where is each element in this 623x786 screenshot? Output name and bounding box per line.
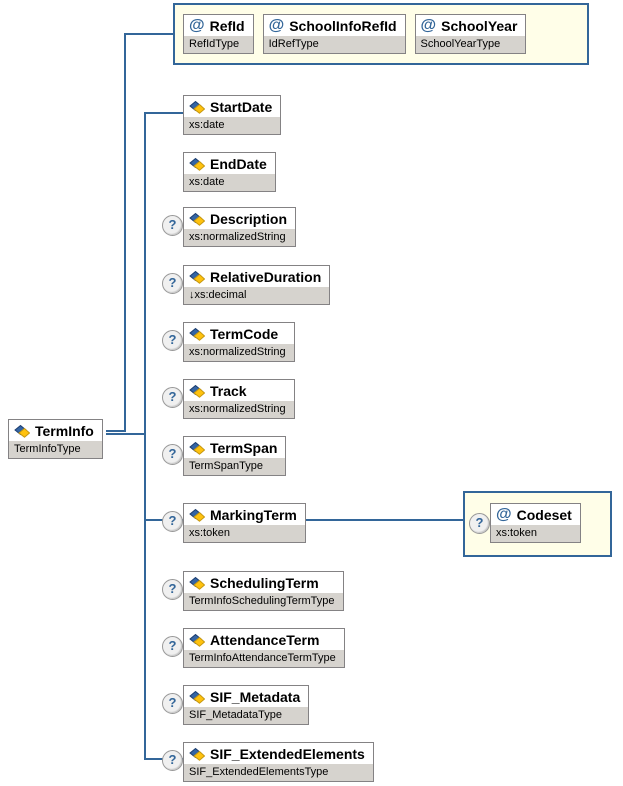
optional-indicator: ? — [162, 330, 183, 351]
element-icon — [189, 747, 206, 761]
element-name: TermSpan — [210, 440, 278, 456]
optional-indicator: ? — [162, 387, 183, 408]
element-terminfo-root[interactable]: TermInfo TermInfoType — [8, 419, 103, 459]
element-name: StartDate — [210, 99, 273, 115]
optional-indicator: ? — [162, 750, 183, 771]
element-type: TermInfoSchedulingTermType — [184, 593, 343, 610]
element-icon — [189, 690, 206, 704]
element-markingterm[interactable]: MarkingTerm xs:token — [183, 503, 306, 543]
connector-startdate-elbow — [144, 112, 200, 114]
element-name: RelativeDuration — [210, 269, 322, 285]
optional-indicator: ? — [162, 579, 183, 600]
element-icon — [189, 157, 206, 171]
markingterm-attribute-group: ? @Codeset xs:token — [463, 491, 612, 557]
element-termcode[interactable]: TermCode xs:normalizedString — [183, 322, 295, 362]
element-name: SIF_ExtendedElements — [210, 746, 365, 762]
element-name: Track — [210, 383, 247, 399]
optional-indicator: ? — [162, 215, 183, 236]
element-name: MarkingTerm — [210, 507, 297, 523]
element-icon — [189, 633, 206, 647]
element-type: xs:date — [184, 117, 281, 134]
element-icon — [189, 327, 206, 341]
connector-children-trunk — [144, 112, 146, 760]
element-icon — [189, 508, 206, 522]
element-name: TermCode — [210, 326, 279, 342]
attribute-type: xs:token — [491, 525, 580, 542]
element-description[interactable]: Description xs:normalizedString — [183, 207, 297, 247]
element-type: TermInfoType — [9, 441, 102, 458]
element-type: SIF_MetadataType — [184, 707, 309, 724]
element-name: Description — [210, 211, 288, 227]
element-type: ↓xs:decimal — [184, 287, 330, 304]
element-type: xs:normalizedString — [184, 229, 296, 246]
optional-indicator: ? — [469, 513, 490, 534]
connector-root-to-child-trunk — [106, 433, 146, 435]
attribute-name: RefId — [209, 18, 245, 34]
attribute-type: RefIdType — [184, 36, 253, 53]
element-icon — [189, 270, 206, 284]
element-type: SIF_ExtendedElementsType — [184, 764, 373, 781]
element-icon — [14, 424, 31, 438]
connector-attributes-trunk — [124, 33, 126, 432]
optional-indicator: ? — [162, 636, 183, 657]
element-name: TermInfo — [35, 423, 94, 439]
element-icon — [189, 100, 206, 114]
attribute-name: Codeset — [516, 507, 572, 523]
attribute-codeset[interactable]: @Codeset xs:token — [490, 503, 581, 543]
attribute-icon: @ — [268, 17, 285, 34]
element-icon — [189, 384, 206, 398]
element-relativeduration[interactable]: RelativeDuration ↓xs:decimal — [183, 265, 331, 305]
optional-indicator: ? — [162, 444, 183, 465]
connector-root-to-attr-trunk — [106, 430, 126, 432]
attribute-icon: @ — [189, 17, 205, 34]
element-icon — [189, 212, 206, 226]
element-startdate[interactable]: StartDate xs:date — [183, 95, 282, 135]
attribute-icon: @ — [496, 506, 512, 523]
element-type: xs:normalizedString — [184, 344, 294, 361]
element-type: xs:date — [184, 174, 275, 191]
element-icon — [189, 576, 206, 590]
connector-attributes-elbow — [124, 33, 173, 35]
element-enddate[interactable]: EndDate xs:date — [183, 152, 276, 192]
attribute-schoolinforefid[interactable]: @SchoolInfoRefId IdRefType — [262, 14, 406, 54]
attribute-group: @RefId RefIdType @SchoolInfoRefId IdRefT… — [173, 3, 589, 65]
element-name: EndDate — [210, 156, 267, 172]
optional-indicator: ? — [162, 511, 183, 532]
element-type: TermInfoAttendanceTermType — [184, 650, 344, 667]
element-type: TermSpanType — [184, 458, 286, 475]
attribute-schoolyear[interactable]: @SchoolYear SchoolYearType — [414, 14, 527, 54]
element-type: xs:token — [184, 525, 305, 542]
element-name: SchedulingTerm — [210, 575, 319, 591]
attribute-type: SchoolYearType — [415, 36, 526, 53]
attribute-icon: @ — [420, 17, 437, 34]
optional-indicator: ? — [162, 273, 183, 294]
element-track[interactable]: Track xs:normalizedString — [183, 379, 295, 419]
attribute-name: SchoolYear — [441, 18, 518, 34]
optional-indicator: ? — [162, 693, 183, 714]
element-name: SIF_Metadata — [210, 689, 301, 705]
attribute-type: IdRefType — [263, 36, 405, 53]
attribute-refid[interactable]: @RefId RefIdType — [183, 14, 254, 54]
element-icon — [189, 441, 206, 455]
element-type: xs:normalizedString — [184, 401, 294, 418]
attribute-name: SchoolInfoRefId — [289, 18, 397, 34]
element-name: AttendanceTerm — [210, 632, 320, 648]
